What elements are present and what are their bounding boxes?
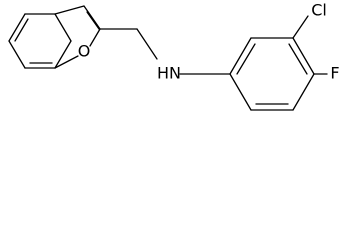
oxygen-atom-label: O	[78, 42, 91, 61]
benzene-ring-right	[229, 37, 315, 111]
furan-ring	[54, 5, 101, 69]
fluorine-atom-label: F	[330, 64, 339, 83]
molecule-structure: O HN Cl F	[8, 1, 340, 111]
methylene-linker	[99, 28, 158, 60]
chlorine-atom-label: Cl	[311, 1, 327, 20]
benzene-ring-left	[8, 13, 72, 69]
chlorine-bond	[292, 15, 309, 39]
amine-atom-label: HN	[157, 64, 181, 83]
